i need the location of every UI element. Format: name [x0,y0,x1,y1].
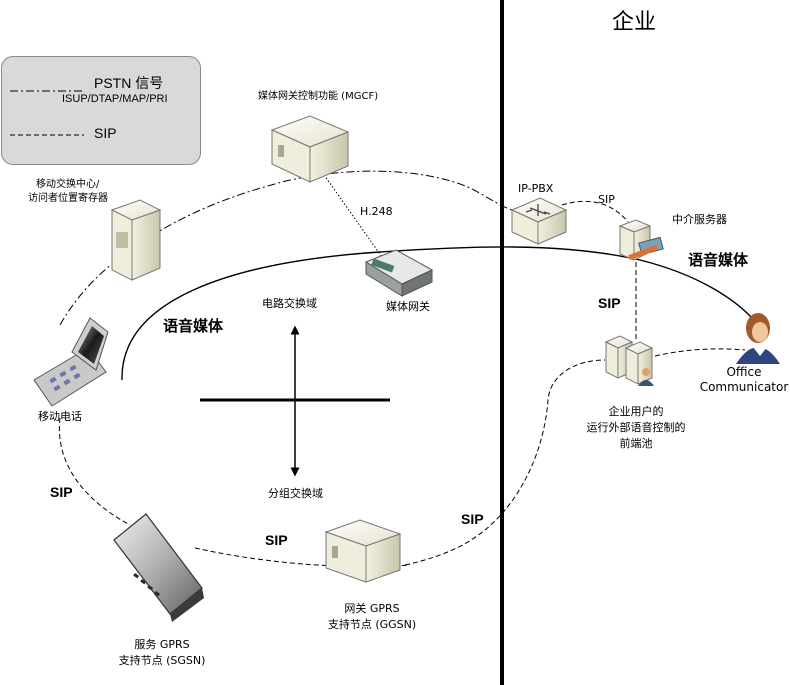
msc-label-line2: 访问者位置寄存器 [28,193,108,204]
h248-label: H.248 [360,205,393,218]
circuit-switched-domain-label: 电路交换域 [262,297,317,310]
sip-ggsn-frontend-link [404,359,606,566]
msc-vlr-server-icon [110,199,162,281]
sip-frontend-link-label: SIP [598,295,621,311]
legend-lines [10,90,84,136]
ggsn-label-line1: 网关 GPRS [344,602,400,615]
pstn-signal-path [59,170,521,326]
mgcf-label: 媒体网关控制功能 (MGCF) [258,91,379,102]
sgsn-device-icon [113,513,204,622]
sgsn-label-line1: 服务 GPRS [134,638,190,651]
sip-ggsn-link-label: SIP [265,532,288,548]
sip-phone-sgsn-link [58,417,131,526]
ggsn-server-icon [324,519,402,583]
sip-frontend-oc-link [654,348,746,357]
voice-media-label-right: 语音媒体 [688,252,749,269]
office-communicator-label-line2: Communicator [699,380,789,394]
msc-label-line1: 移动交换中心/ [36,179,100,190]
front-end-pool-label-line1: 企业用户的 [608,405,664,418]
front-end-pool-label-line3: 前端池 [619,437,653,450]
office-communicator-user-icon [736,313,780,364]
legend-pstn-label: PSTN 信号 [94,75,164,91]
ip-pbx-label: IP-PBX [518,182,554,195]
mobile-phone-label: 移动电话 [38,410,82,423]
front-end-pool-servers-icon [604,335,654,386]
mgcf-server-icon [270,115,350,183]
sip-phone-link-label: SIP [50,484,73,500]
media-gateway-icon [364,249,434,297]
voice-media-label-left: 语音媒体 [163,318,224,335]
sip-right-link-label: SIP [461,511,484,527]
mobile-phone-icon [33,317,109,407]
voice-media-path [121,246,753,381]
mediation-server-label: 中介服务器 [672,213,727,226]
sip-pbx-link-label: SIP [598,193,615,206]
packet-switched-domain-label: 分组交换域 [268,487,323,500]
office-communicator-label-line1: Office [726,365,762,379]
ggsn-label-line2: 支持节点 (GGSN) [327,618,417,631]
legend-box: PSTN 信号 ISUP/DTAP/MAP/PRI SIP [1,56,201,165]
enterprise-title: 企业 [612,10,657,35]
media-gateway-label: 媒体网关 [386,300,430,313]
legend-sip-label: SIP [94,125,117,141]
front-end-pool-label-line2: 运行外部语音控制的 [586,421,686,434]
mediation-server-icon [618,219,664,261]
legend-pstn-protocols: ISUP/DTAP/MAP/PRI [62,93,168,105]
sip-pbx-mediation-link [561,200,629,223]
sgsn-label-line2: 支持节点 (SGSN) [118,654,206,667]
ip-pbx-router-icon [510,197,568,245]
